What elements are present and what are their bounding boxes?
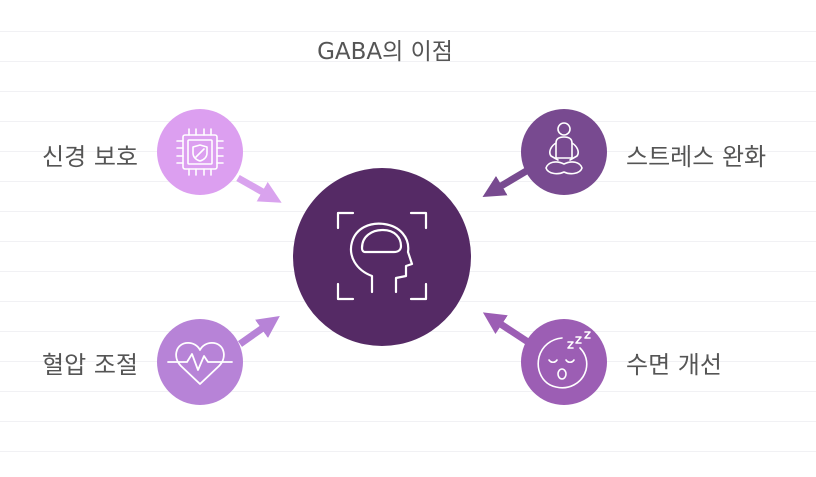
node-neuroprotection (157, 109, 243, 195)
head-brain-scan-icon (336, 211, 428, 301)
node-sleep (521, 319, 607, 405)
meditation-person-icon (545, 122, 583, 175)
label-blood-pressure: 혈압 조절 (42, 351, 138, 379)
sleeping-face-icon (537, 331, 591, 389)
heart-pulse-icon (167, 341, 233, 385)
label-neuroprotection: 신경 보호 (42, 143, 138, 171)
label-stress-relief: 스트레스 완화 (626, 143, 767, 171)
arrow-blood-pressure (237, 315, 280, 347)
arrow-stress-relief (482, 166, 530, 198)
node-stress-relief (521, 109, 607, 195)
chip-shield-icon (176, 128, 224, 176)
arrow-sleep (482, 312, 530, 345)
diagram-title: GABA의 이점 (317, 39, 453, 65)
center-node (293, 168, 471, 346)
node-blood-pressure (157, 319, 243, 405)
label-sleep: 수면 개선 (626, 351, 722, 379)
arrow-neuroprotection (236, 174, 282, 203)
